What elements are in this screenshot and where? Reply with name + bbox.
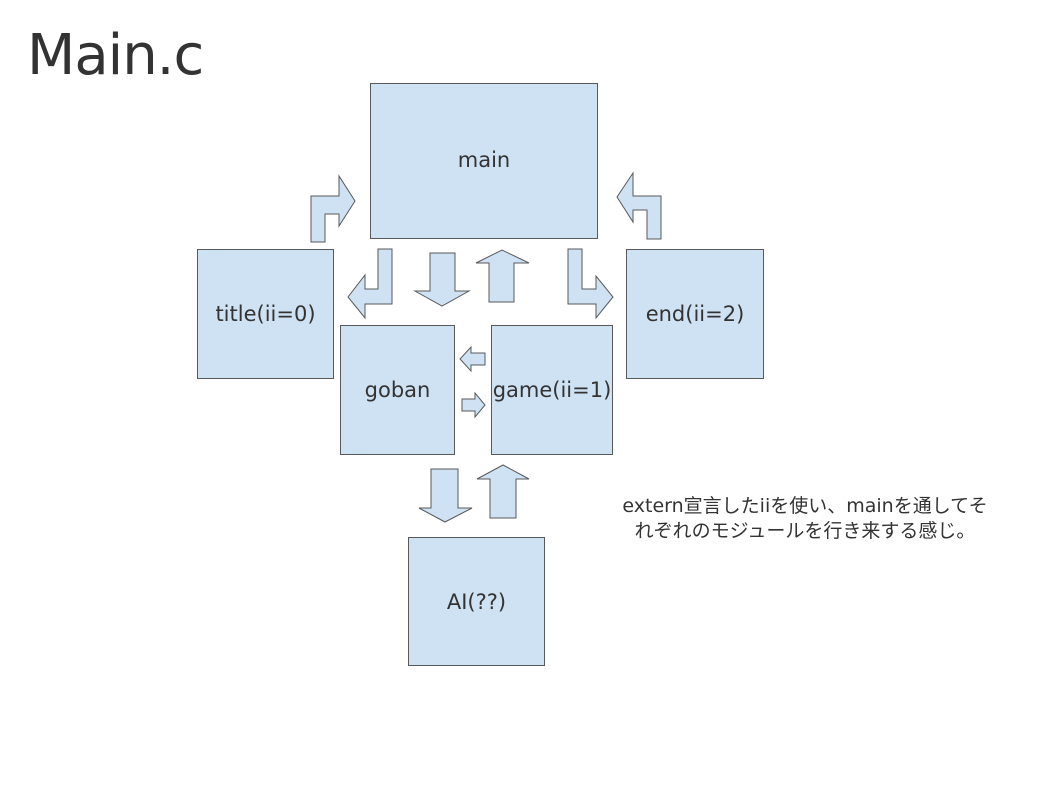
node-ai: AI(??) xyxy=(408,537,545,666)
node-main-label: main xyxy=(457,148,511,172)
arrow-goban-to-game xyxy=(461,391,486,419)
diagram-note: extern宣言したiiを使い、mainを通してそ れぞれのモジュールを行き来す… xyxy=(590,494,1020,544)
node-end: end(ii=2) xyxy=(626,249,764,379)
note-line-1: extern宣言したiiを使い、mainを通してそ xyxy=(622,495,988,517)
arrow-main-to-end xyxy=(567,248,614,320)
node-game: game(ii=1) xyxy=(491,325,613,455)
arrow-end-to-main xyxy=(616,171,662,240)
node-title-label: title(ii=0) xyxy=(215,302,316,326)
node-ai-label: AI(??) xyxy=(446,589,507,614)
node-main: main xyxy=(370,83,598,239)
arrow-ai-to-game xyxy=(476,464,530,519)
arrow-goban-to-ai xyxy=(418,468,473,523)
arrow-game-to-main xyxy=(475,249,530,303)
slide-title: Main.c xyxy=(27,23,204,88)
note-line-2: れぞれのモジュールを行き来する感じ。 xyxy=(634,520,976,542)
node-title: title(ii=0) xyxy=(197,249,334,379)
arrow-title-to-main xyxy=(310,174,356,243)
arrow-main-to-title xyxy=(347,248,393,320)
arrow-game-to-goban xyxy=(459,345,486,373)
node-end-label: end(ii=2) xyxy=(645,302,745,326)
node-goban: goban xyxy=(340,325,455,455)
node-game-label: game(ii=1) xyxy=(492,378,612,402)
node-goban-label: goban xyxy=(364,378,431,402)
arrow-main-to-goban xyxy=(413,252,471,307)
